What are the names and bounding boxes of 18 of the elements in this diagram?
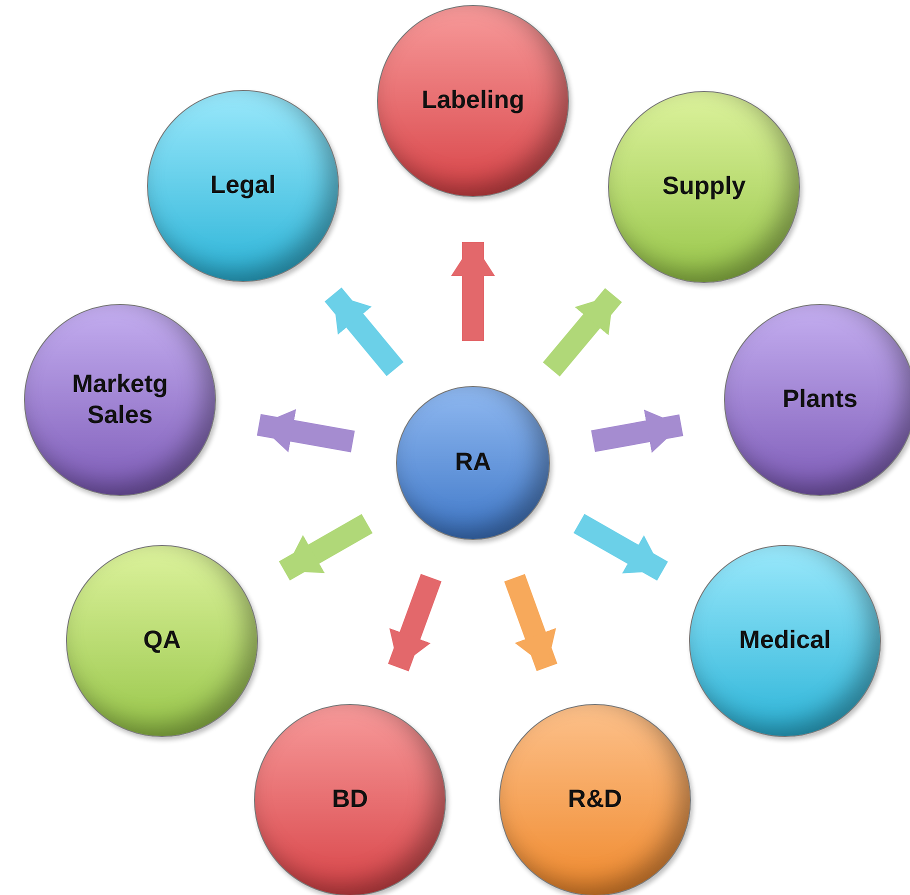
block-arrow <box>542 288 622 377</box>
block-arrow <box>591 410 684 453</box>
node-label: Marketg Sales <box>71 368 169 431</box>
node-label: Medical <box>739 625 831 656</box>
node-label: Labeling <box>422 85 524 116</box>
block-arrow <box>256 409 355 452</box>
block-arrow <box>451 242 495 341</box>
node-label: BD <box>332 784 368 816</box>
block-arrow <box>574 514 668 581</box>
block-arrow <box>278 514 373 580</box>
node-label: Plants <box>782 384 858 416</box>
node-label: QA <box>143 625 181 656</box>
block-arrow <box>324 287 404 376</box>
node-label: RA <box>454 447 492 478</box>
node-label: R&D <box>568 784 622 816</box>
block-arrow <box>388 574 442 672</box>
node-label: Legal <box>210 170 276 202</box>
node-label: Supply <box>662 171 746 202</box>
